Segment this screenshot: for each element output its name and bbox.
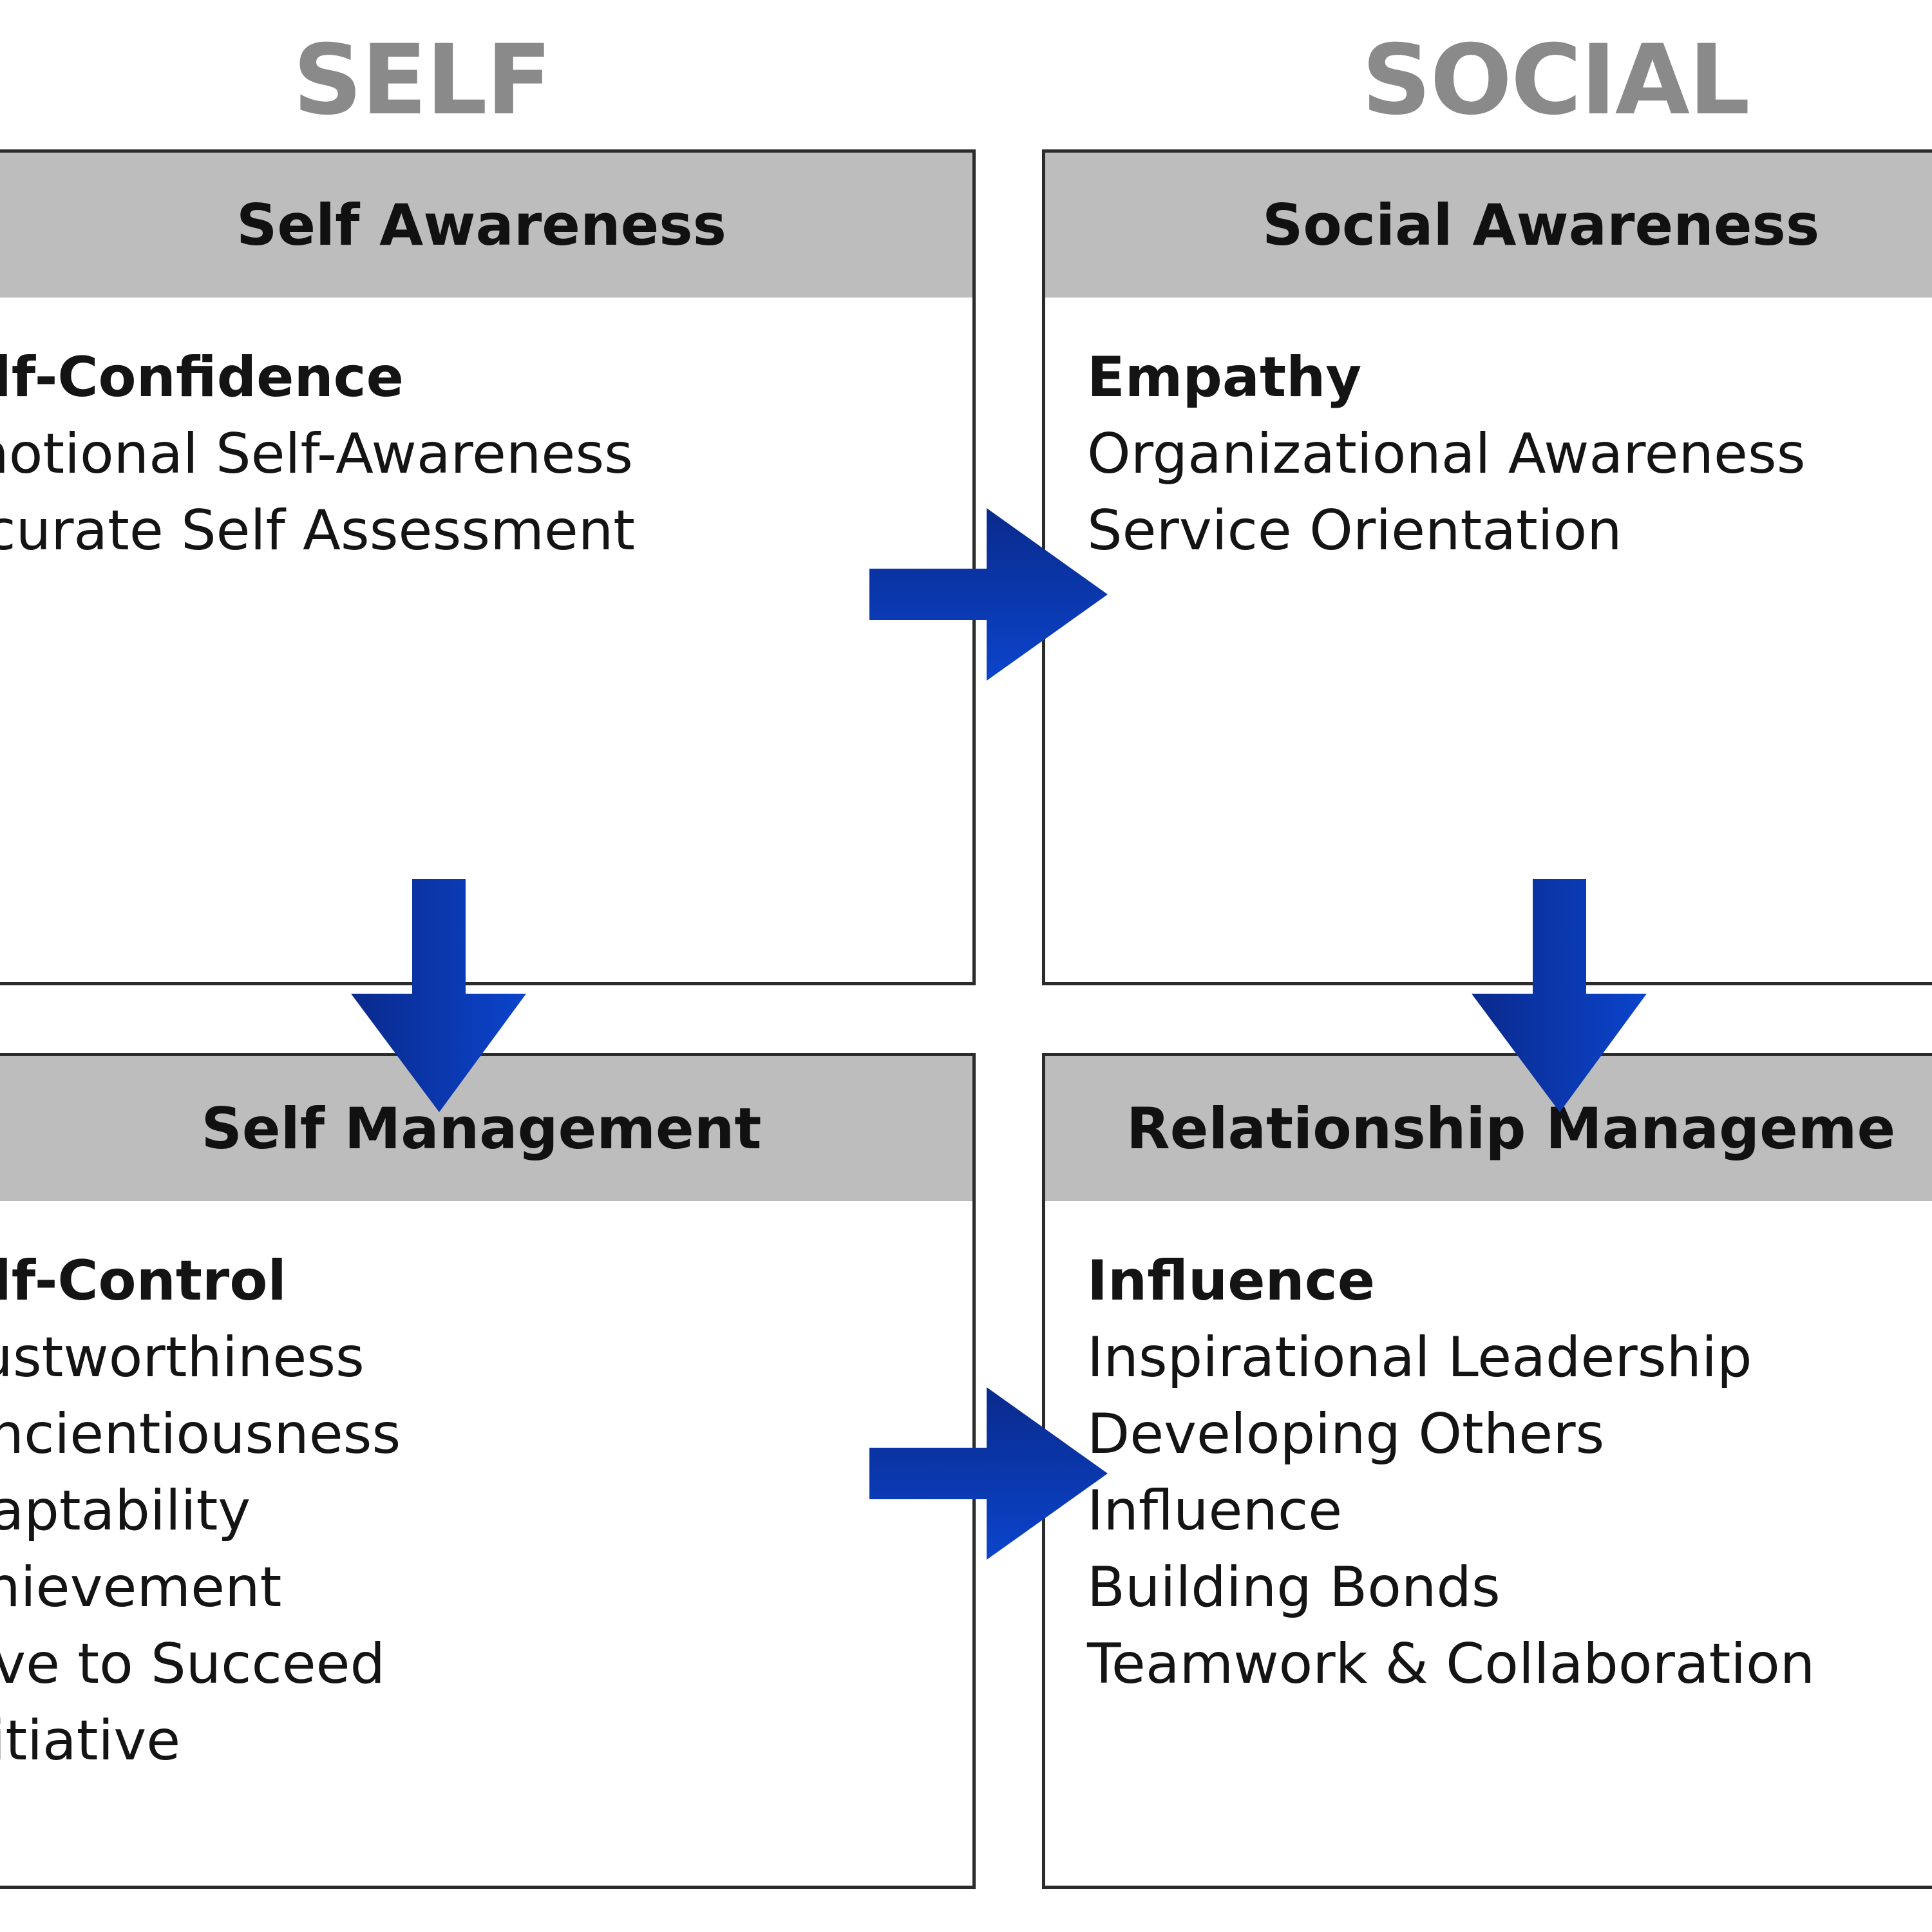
list-item: motional Self-Awareness bbox=[0, 422, 633, 486]
arrow-self-awareness-to-self-management bbox=[351, 879, 526, 1112]
list-item: rive to Succeed bbox=[0, 1632, 386, 1696]
list-item-lead: elf-Control bbox=[0, 1249, 287, 1313]
list-item: Teamwork & Collaboration bbox=[1087, 1632, 1815, 1696]
list-item-lead: Influence bbox=[1087, 1249, 1376, 1313]
list-item: daptability bbox=[0, 1479, 251, 1543]
list-item-lead: Empathy bbox=[1087, 345, 1362, 410]
list-item: Developing Others bbox=[1087, 1402, 1605, 1466]
panel-header: Social Awareness bbox=[1045, 153, 1932, 298]
list-item: nitiative bbox=[0, 1709, 181, 1773]
relationship-management-title: Relationship Manageme bbox=[1126, 1095, 1896, 1162]
list-item-lead: elf-Confidence bbox=[0, 345, 404, 410]
arrow-self-awareness-to-social-awareness bbox=[869, 508, 1108, 681]
panel-header: Self Management bbox=[0, 1056, 972, 1201]
self-column-heading: SELF bbox=[292, 24, 553, 137]
relationship-management-panel: Relationship Manageme Influence Inspirat… bbox=[1042, 1053, 1932, 1889]
self-awareness-list: elf-Confidence motional Self-Awareness c… bbox=[0, 339, 635, 569]
social-awareness-panel: Social Awareness Empathy Organizational … bbox=[1042, 149, 1932, 985]
list-item: Inspirational Leadership bbox=[1087, 1325, 1752, 1390]
list-item: Organizational Awareness bbox=[1087, 422, 1806, 486]
relationship-management-list: Influence Inspirational Leadership Devel… bbox=[1087, 1243, 1815, 1703]
arrow-social-awareness-to-relationship-management bbox=[1472, 879, 1647, 1112]
self-management-panel: Self Management elf-Control rustworthine… bbox=[0, 1053, 976, 1889]
panel-header: Relationship Manageme bbox=[1045, 1056, 1932, 1201]
list-item: rustworthiness bbox=[0, 1325, 365, 1390]
list-item: Influence bbox=[1087, 1479, 1343, 1543]
panel-header: Self Awareness bbox=[0, 153, 972, 298]
list-item: Service Orientation bbox=[1087, 498, 1622, 563]
list-item: oncientiousness bbox=[0, 1402, 401, 1466]
self-awareness-title: Self Awareness bbox=[236, 192, 727, 258]
social-awareness-list: Empathy Organizational Awareness Service… bbox=[1087, 339, 1806, 569]
social-column-heading: SOCIAL bbox=[1361, 24, 1750, 137]
list-item: ccurate Self Assessment bbox=[0, 498, 635, 563]
arrow-self-management-to-relationship-management bbox=[869, 1387, 1108, 1560]
list-item: Building Bonds bbox=[1087, 1555, 1501, 1620]
self-management-title: Self Management bbox=[201, 1095, 762, 1162]
self-awareness-panel: Self Awareness elf-Confidence motional S… bbox=[0, 149, 976, 985]
social-awareness-title: Social Awareness bbox=[1262, 192, 1820, 258]
list-item: chievement bbox=[0, 1555, 282, 1620]
self-management-list: elf-Control rustworthiness oncientiousne… bbox=[0, 1243, 401, 1779]
